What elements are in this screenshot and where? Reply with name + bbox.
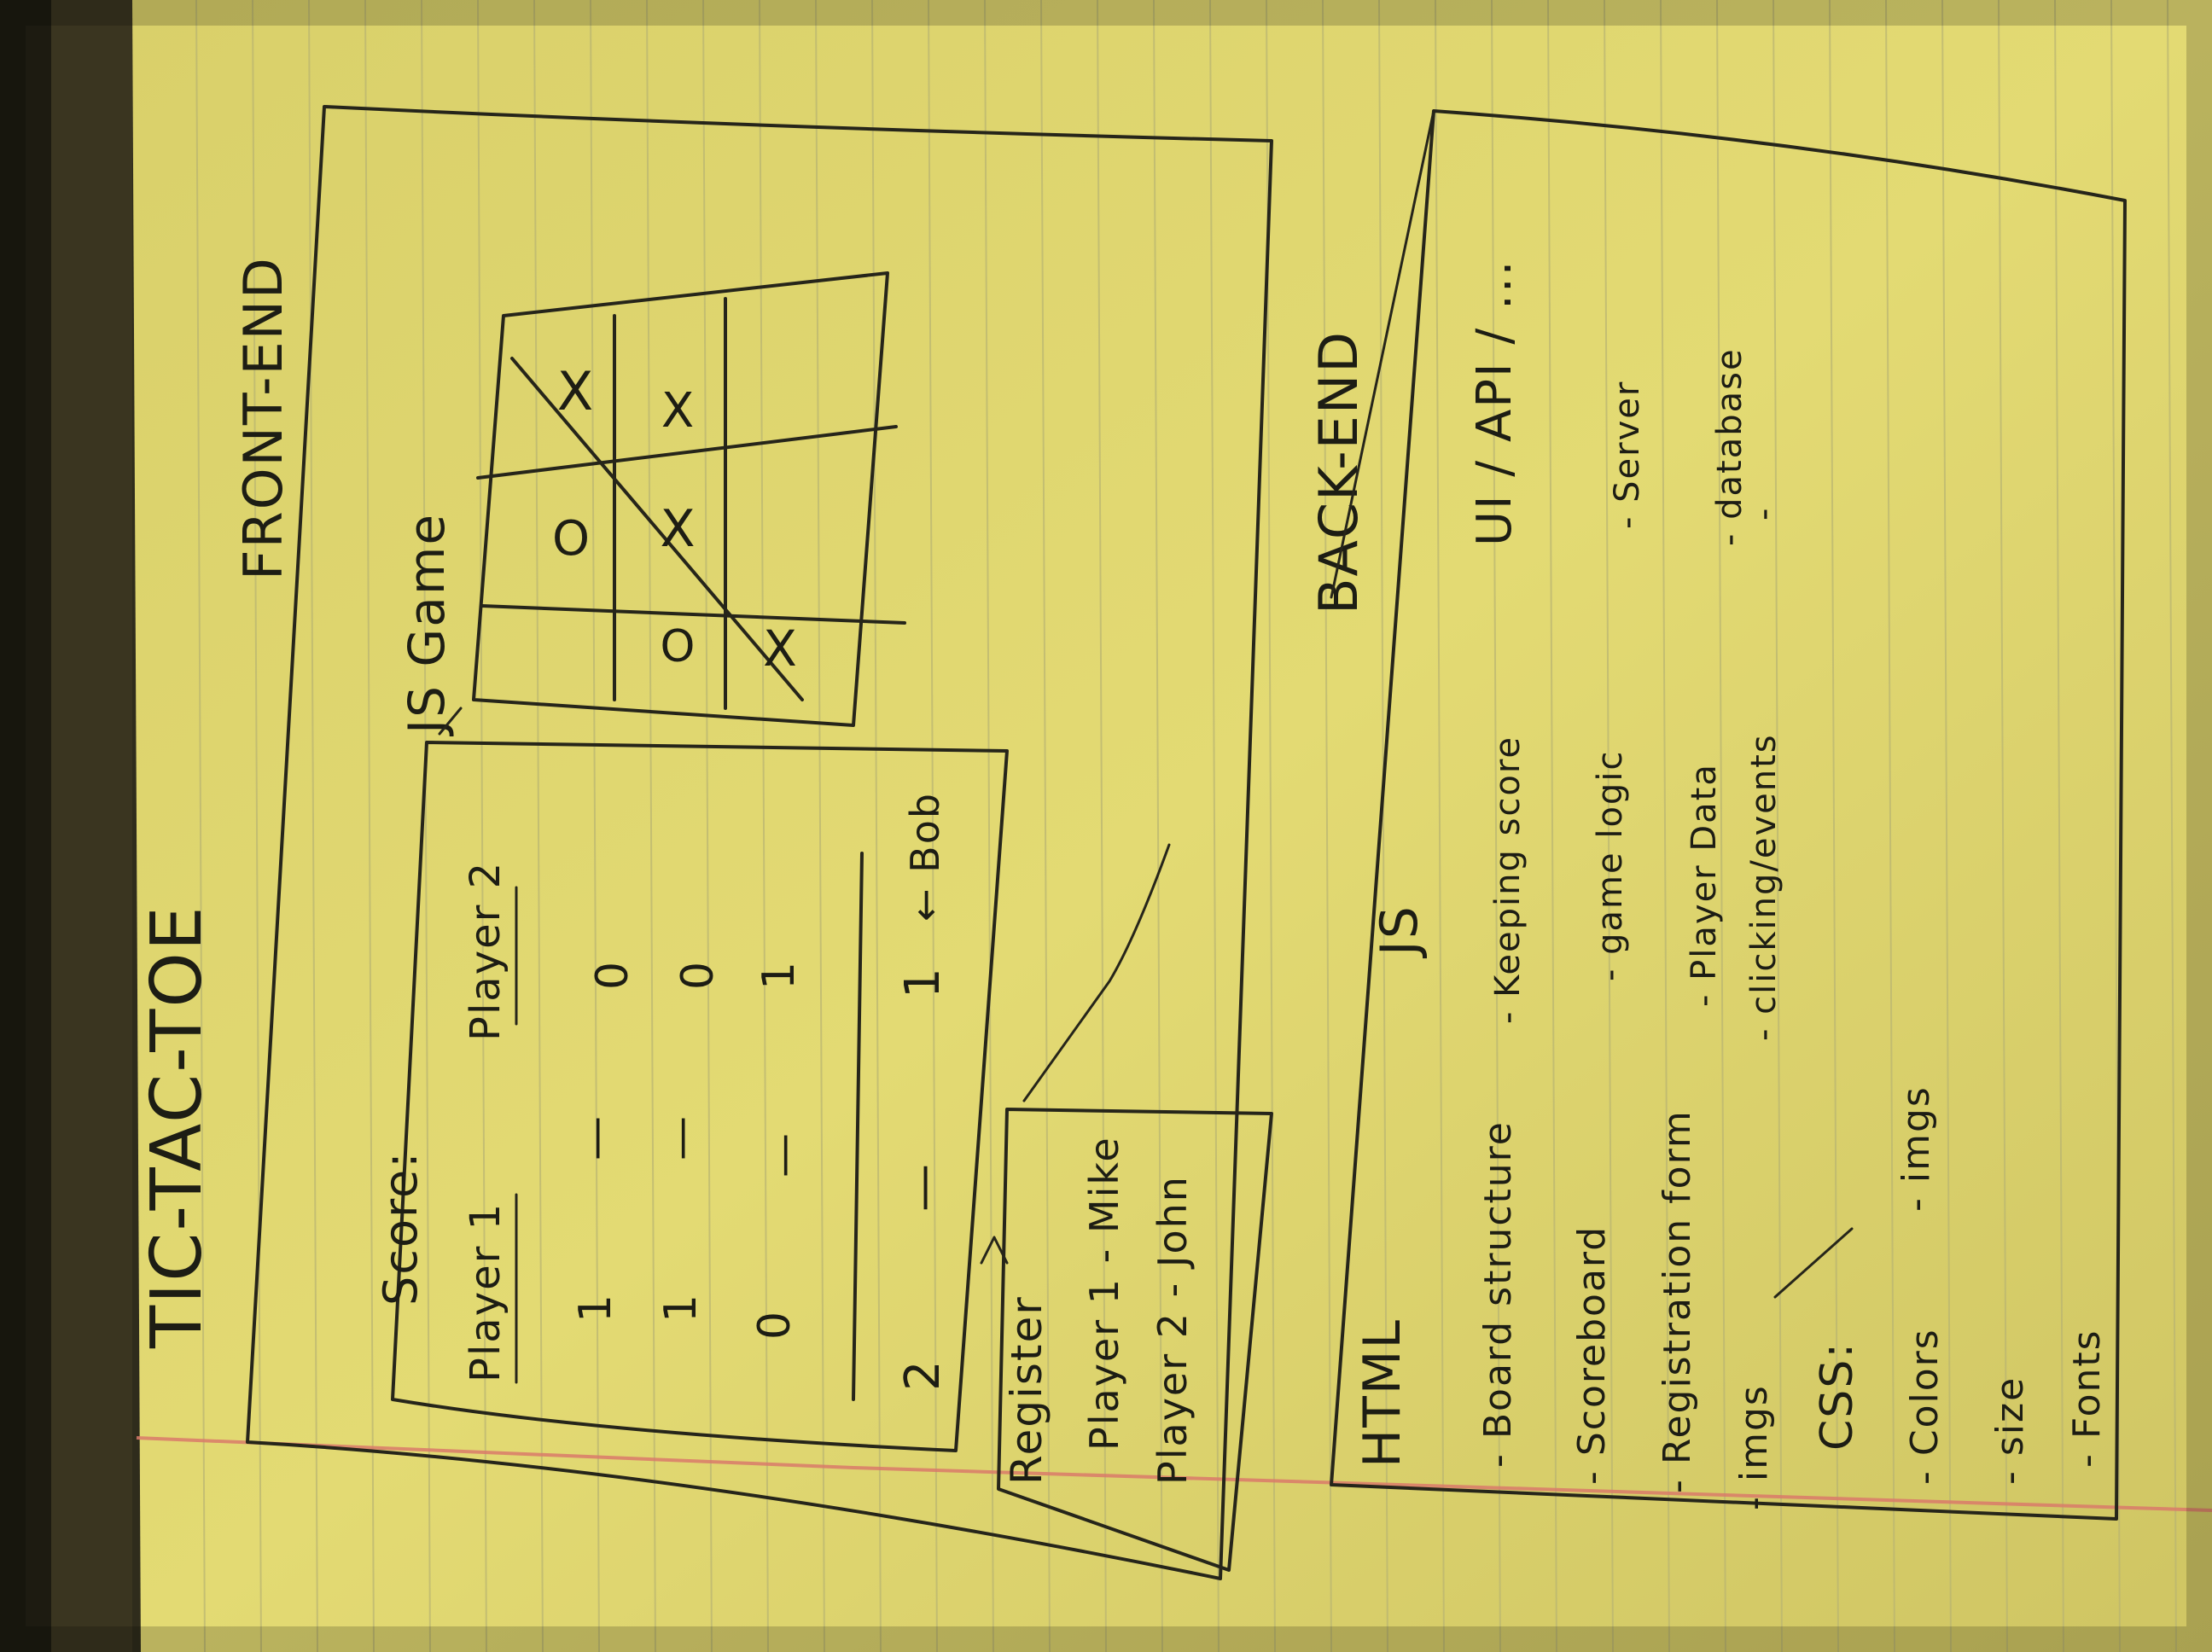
js-title: JS — [1370, 905, 1429, 959]
register-entry: Player 2 - John — [1150, 1175, 1196, 1485]
svg-text:—: — — [570, 1114, 621, 1160]
css-title: CSS: — [1812, 1341, 1863, 1451]
svg-text:2: 2 — [895, 1358, 951, 1391]
game-cell[interactable]: X — [557, 360, 595, 422]
game-cell[interactable]: O — [661, 621, 697, 672]
js-item: - Player Data — [1685, 763, 1724, 1007]
js-item: - game logic — [1591, 750, 1630, 981]
back-end-box — [1330, 109, 2127, 1521]
back-end-label: BACK-END — [1307, 330, 1370, 614]
margin-line — [136, 1436, 2212, 1512]
svg-text:1: 1 — [655, 1293, 707, 1323]
svg-text:X: X — [763, 620, 799, 678]
front-end-box — [246, 105, 1273, 1580]
svg-text:0: 0 — [672, 960, 724, 990]
score-row: 1 — 0 — [655, 960, 724, 1323]
score-row: 1 — 0 — [570, 960, 638, 1323]
css-item: - Colors — [1903, 1328, 1947, 1485]
svg-text:X: X — [557, 360, 595, 422]
css-item: - imgs — [1895, 1085, 1938, 1212]
legal-pad-page — [132, 0, 2212, 1652]
css-item: - Fonts — [2065, 1329, 2109, 1468]
score-col-player2: Player 2 — [462, 861, 509, 1041]
ui-api-item: - — [1744, 507, 1784, 521]
svg-text:X: X — [661, 383, 696, 439]
html-title: HTML — [1353, 1318, 1412, 1468]
game-grid — [476, 297, 906, 710]
game-cell[interactable]: X — [661, 383, 696, 439]
html-item: - Board structure — [1476, 1120, 1520, 1468]
front-end-label: FRONT-END — [232, 256, 294, 580]
score-title: Score: — [374, 1151, 428, 1306]
page-heading: TIC-TAC-TOE — [137, 905, 218, 1349]
svg-text:1: 1 — [754, 960, 805, 990]
svg-text:—: — — [655, 1114, 707, 1160]
html-item: - Registration form — [1656, 1109, 1699, 1493]
score-col-player1: Player 1 — [462, 1202, 509, 1382]
js-item: - clicking/events — [1744, 733, 1784, 1041]
game-cell[interactable]: O — [552, 511, 591, 567]
game-board-box — [472, 271, 889, 727]
ui-api-item: - Server — [1608, 381, 1647, 529]
html-item: - imgs — [1732, 1384, 1776, 1510]
ui-api-item: - database — [1710, 347, 1749, 546]
css-item: - size — [1988, 1376, 2032, 1485]
svg-text:1: 1 — [895, 966, 951, 998]
svg-text:0: 0 — [749, 1310, 800, 1340]
html-item: - Scoreboard — [1570, 1225, 1614, 1485]
ui-api-title: UI / API / ... — [1467, 259, 1522, 546]
svg-text:—: — — [758, 1131, 809, 1178]
svg-text:—: — — [895, 1162, 951, 1212]
svg-text:O: O — [552, 511, 591, 567]
game-cell[interactable]: X — [763, 620, 799, 678]
winning-strike — [510, 357, 804, 701]
game-cell[interactable]: X — [660, 499, 696, 559]
score-total-divider — [852, 852, 864, 1401]
svg-text:X: X — [660, 499, 696, 559]
svg-text:← Bob: ← Bob — [902, 792, 948, 922]
score-total-row: 2 — 1 ← Bob — [895, 792, 951, 1391]
svg-text:O: O — [661, 621, 697, 672]
svg-text:1: 1 — [570, 1293, 621, 1323]
game-title: JS Game — [398, 513, 456, 736]
svg-text:0: 0 — [587, 960, 638, 990]
css-arrow — [1773, 1227, 1854, 1299]
register-title: Register — [1002, 1295, 1051, 1485]
register-panel-box — [997, 1108, 1273, 1572]
score-row: 0 — 1 — [749, 960, 809, 1340]
register-arrow — [1022, 843, 1171, 1102]
score-panel-box — [391, 741, 1009, 1452]
register-entry: Player 1 - Mike — [1081, 1136, 1127, 1451]
js-item: - Keeping score — [1488, 736, 1528, 1024]
